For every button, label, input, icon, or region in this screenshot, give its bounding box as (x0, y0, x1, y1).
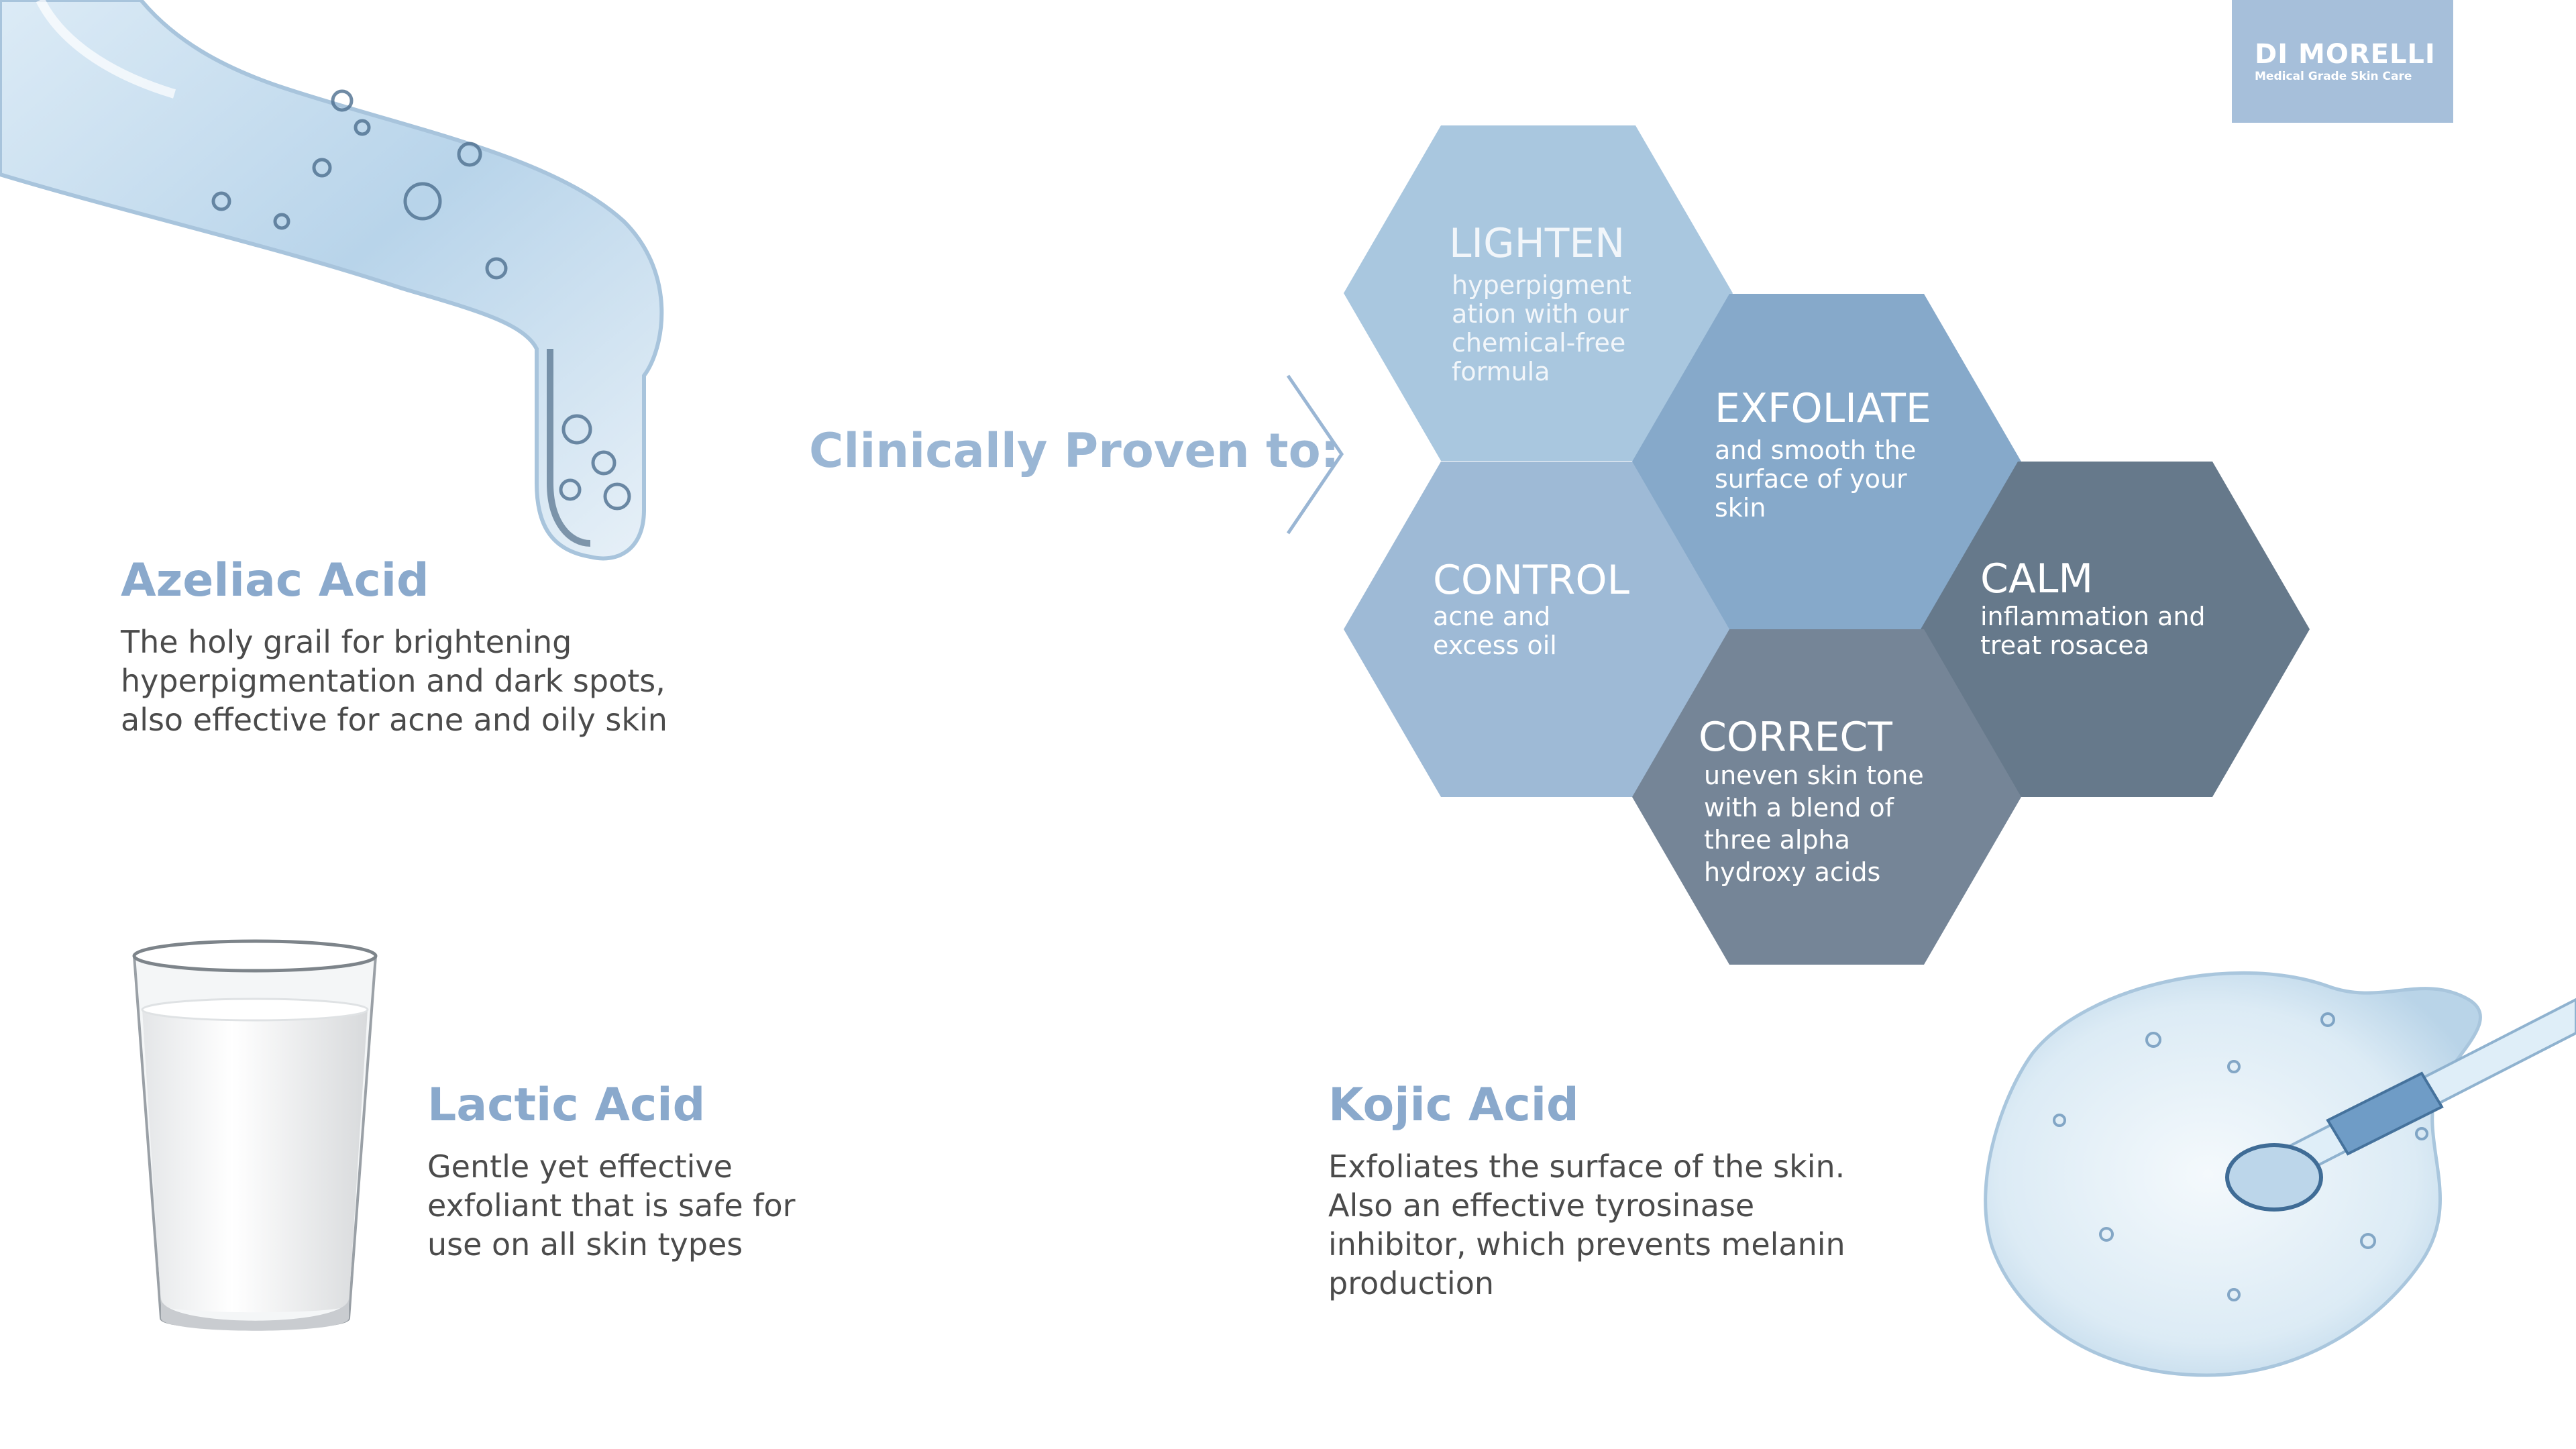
benefit-desc-line: surface of your (1715, 464, 1907, 494)
benefit-title: LIGHTEN (1449, 220, 1625, 267)
benefit-desc-line: three alpha (1704, 825, 1850, 855)
ingredient-desc-line: The holy grail for brightening (121, 624, 572, 660)
ingredient-desc-line: hyperpigmentation and dark spots, (121, 663, 665, 699)
ingredient-desc-line: inhibitor, which prevents melanin (1328, 1226, 1845, 1263)
proven-title: Clinically Proven to: (809, 423, 1340, 478)
benefit-desc-line: treat rosacea (1980, 631, 2150, 660)
brand-logo: DI MORELLI Medical Grade Skin Care (2232, 0, 2453, 123)
ingredient-desc-line: production (1328, 1265, 1495, 1301)
benefit-desc-line: formula (1452, 357, 1550, 386)
benefit-title: CALM (1980, 555, 2094, 602)
benefit-desc-line: with a blend of (1704, 793, 1894, 822)
ingredient-azeliac: Azeliac Acid The holy grail for brighten… (121, 554, 667, 739)
milk-glass-image (132, 939, 378, 1331)
ingredient-desc-line: use on all skin types (427, 1226, 743, 1263)
brand-name: DI MORELLI (2255, 38, 2436, 70)
benefit-desc-line: chemical-free (1452, 328, 1626, 358)
benefit-desc-line: acne and (1433, 602, 1551, 631)
benefit-control: CONTROL acne and excess oil (1433, 558, 1629, 660)
ingredient-lactic: Lactic Acid Gentle yet effective exfolia… (427, 1079, 796, 1264)
serum-dropper-image (0, 0, 664, 561)
ingredient-desc-line: Also an effective tyrosinase (1328, 1187, 1755, 1224)
benefit-exfoliate: EXFOLIATE and smooth the surface of your… (1715, 386, 1931, 523)
gel-pipette-image (1984, 971, 2576, 1377)
benefit-calm: CALM inflammation and treat rosacea (1980, 557, 2206, 660)
benefit-title: CONTROL (1433, 557, 1629, 604)
benefit-correct: CORRECT uneven skin tone with a blend of… (1699, 715, 1924, 888)
benefit-desc-line: uneven skin tone (1704, 761, 1924, 790)
ingredient-title: Azeliac Acid (121, 554, 429, 607)
benefit-title: EXFOLIATE (1715, 385, 1931, 432)
ingredient-title: Kojic Acid (1328, 1079, 1579, 1132)
ingredient-desc-line: Exfoliates the surface of the skin. (1328, 1148, 1845, 1185)
benefit-desc-line: excess oil (1433, 631, 1557, 660)
benefit-desc-line: skin (1715, 493, 1766, 523)
benefit-title: CORRECT (1699, 714, 1892, 761)
ingredient-desc-line: also effective for acne and oily skin (121, 702, 667, 738)
chevron-right-icon (1286, 374, 1344, 535)
benefit-desc-line: hydroxy acids (1704, 857, 1881, 887)
benefit-desc-line: ation with our (1452, 299, 1629, 329)
benefit-lighten: LIGHTEN hyperpigment ation with our chem… (1449, 221, 1631, 386)
benefit-desc-line: inflammation and (1980, 602, 2206, 631)
ingredient-desc-line: Gentle yet effective (427, 1148, 733, 1185)
ingredient-kojic: Kojic Acid Exfoliates the surface of the… (1328, 1079, 1845, 1303)
ingredient-desc-line: exfoliant that is safe for (427, 1187, 796, 1224)
brand-tagline: Medical Grade Skin Care (2255, 69, 2412, 83)
benefit-desc-line: hyperpigment (1452, 270, 1631, 300)
ingredient-title: Lactic Acid (427, 1079, 706, 1132)
benefit-desc-line: and smooth the (1715, 435, 1917, 465)
